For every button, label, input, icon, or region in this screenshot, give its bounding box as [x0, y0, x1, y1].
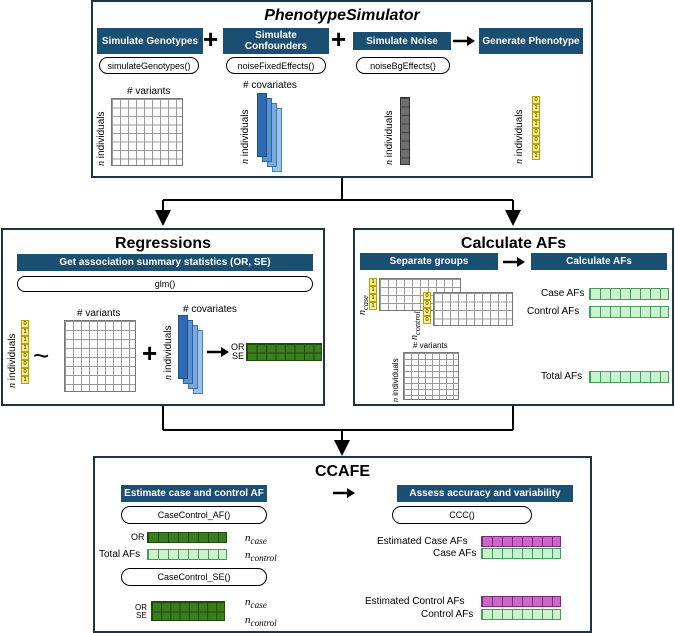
- variants-label: # variants: [413, 341, 448, 350]
- noise-fixed-effects-function: noiseFixedEffects(): [226, 57, 326, 74]
- se-label: SE: [232, 351, 245, 361]
- tilde-symbol: ~: [33, 340, 50, 371]
- plus-sign: +: [142, 338, 158, 368]
- panel-title: Calculate AFs: [460, 235, 567, 252]
- arrow-right-icon: [503, 257, 525, 267]
- variants-label: # variants: [127, 86, 171, 97]
- total-afs-bar: [147, 549, 227, 560]
- case-afs-bar: [589, 288, 669, 300]
- case-control-se-function: CaseControl_SE(): [121, 568, 267, 586]
- generate-phenotype-header: Generate Phenotype: [479, 28, 583, 54]
- individuals-label: n individuals: [163, 325, 174, 380]
- arrow-right-icon: [453, 36, 475, 46]
- arrow-right-icon: [207, 347, 229, 357]
- n-control-label: ncontrol: [245, 549, 277, 564]
- estimated-case-afs-label: Estimated Case AFs: [377, 536, 468, 547]
- individuals-label: n individuals: [391, 358, 400, 402]
- noise-vector: [400, 97, 410, 165]
- separate-groups-header: Separate groups: [360, 253, 498, 270]
- covariates-label: # covariates: [183, 304, 237, 315]
- individuals-label: n individuals: [384, 110, 395, 165]
- arrow-right-icon: [333, 488, 355, 498]
- estimated-case-afs-bar: [481, 536, 561, 547]
- n-case-label: ncase: [245, 532, 267, 547]
- estimated-control-afs-bar: [481, 596, 561, 607]
- control-afs-bar: [589, 306, 669, 318]
- estimate-af-header: Estimate case and control AF: [121, 485, 267, 502]
- case-afs-bar: [481, 548, 561, 559]
- control-genotype-matrix: [433, 292, 513, 326]
- control-afs-label: Control AFs: [527, 306, 580, 317]
- simulate-genotypes-function: simulateGenotypes(): [99, 57, 199, 74]
- ccc-function: CCC(): [392, 506, 532, 524]
- panel-title: PhenotypeSimulator: [264, 7, 420, 24]
- regressions-panel: Regressions Get association summary stat…: [1, 228, 325, 406]
- or-label: OR: [131, 532, 145, 542]
- individuals-label: n individuals: [7, 333, 18, 388]
- assess-accuracy-header: Assess accuracy and variability: [397, 485, 573, 502]
- or-bar: [147, 532, 227, 543]
- phenotype-simulator-panel: PhenotypeSimulator Simulate Genotypes + …: [91, 0, 593, 178]
- calculate-afs-panel: Calculate AFs Separate groups Calculate …: [353, 228, 674, 406]
- noise-bg-effects-function: noiseBgEffects(): [356, 57, 450, 74]
- total-afs-label: Total AFs: [541, 371, 583, 382]
- n-control-label: ncontrol: [409, 311, 422, 340]
- case-afs-label: Case AFs: [541, 288, 585, 299]
- genotype-matrix: [403, 352, 459, 400]
- individuals-label: n individuals: [240, 109, 251, 164]
- association-header: Get association summary statistics (OR, …: [17, 254, 313, 271]
- individuals-label: n individuals: [96, 111, 107, 166]
- control-afs-bar: [481, 609, 561, 620]
- glm-function: glm(): [17, 276, 313, 292]
- or-label: OR: [231, 342, 245, 352]
- simulate-noise-header: Simulate Noise: [353, 32, 451, 50]
- case-afs-label: Case AFs: [433, 548, 477, 559]
- control-afs-label: Control AFs: [421, 609, 474, 620]
- or-label: OR: [135, 603, 147, 612]
- panel-title: Regressions: [114, 235, 212, 252]
- simulate-genotypes-header: Simulate Genotypes: [97, 28, 203, 54]
- estimated-control-afs-label: Estimated Control AFs: [365, 596, 465, 607]
- plus-sign: +: [331, 24, 347, 54]
- genotype-matrix: [64, 320, 136, 392]
- calculate-afs-header: Calculate AFs: [531, 253, 667, 270]
- panel-title: CCAFE: [314, 463, 371, 480]
- or-se-matrix: [246, 343, 322, 361]
- se-label: SE: [136, 611, 147, 620]
- simulate-confounders-header: Simulate Confounders: [223, 28, 329, 54]
- genotype-matrix: [111, 98, 183, 166]
- total-afs-label: Total AFs: [99, 549, 141, 560]
- plus-sign: +: [203, 24, 219, 54]
- or-se-matrix: [151, 601, 225, 621]
- n-control-label: ncontrol: [245, 614, 277, 629]
- variants-label: # variants: [77, 308, 121, 319]
- case-control-af-function: CaseControl_AF(): [121, 506, 267, 524]
- individuals-label: n individuals: [514, 109, 525, 164]
- ccafe-panel: CCAFE Estimate case and control AF Asses…: [93, 456, 592, 633]
- n-case-label: ncase: [245, 596, 267, 611]
- covariates-label: # covariates: [243, 80, 297, 91]
- total-afs-bar: [589, 371, 669, 383]
